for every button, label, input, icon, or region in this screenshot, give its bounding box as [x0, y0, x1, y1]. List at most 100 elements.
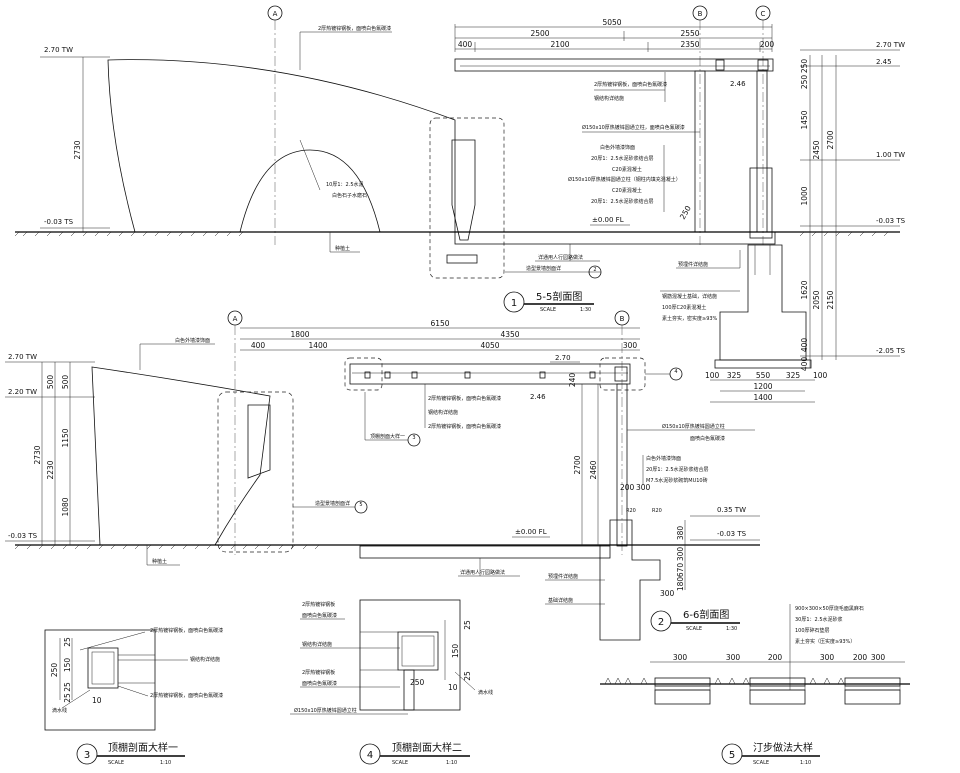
dim-text: 1400	[753, 393, 772, 402]
detail-ref-2: 造型景墙剖面详 2	[505, 265, 602, 279]
dim-text: 300	[673, 653, 688, 662]
note: 白色外墙漆饰面	[600, 144, 635, 151]
note: 钢结构详结施	[190, 656, 220, 663]
detail-ref-4: 4	[645, 367, 683, 381]
floor-level: ±0.00 FL	[515, 528, 547, 536]
title-name: 汀步做法大样	[753, 741, 813, 754]
note: 900×300×50厚烧毛面黑麻石	[795, 605, 864, 612]
note: 白色外墙漆饰面	[646, 455, 681, 462]
dim-text: 300	[676, 547, 685, 562]
dim-text: 2550	[680, 29, 699, 38]
axis-label: B	[698, 10, 703, 18]
note: 面喷白色氟碳漆	[302, 612, 337, 619]
title-number: 1	[511, 298, 517, 309]
dim-text: 250	[678, 204, 693, 221]
dim-text: 300	[726, 653, 741, 662]
note: 滴水线	[478, 689, 493, 696]
note: 钢结构详结施	[428, 409, 458, 416]
dim-text: 25	[63, 637, 72, 647]
note: 2厚热镀锌钢板，面喷白色氟碳漆	[428, 395, 501, 402]
dim-text: 300	[636, 483, 651, 492]
dim-text: 2350	[680, 40, 699, 49]
title-detail-4: 4 顶棚剖面大样二 SCALE 1:10	[359, 741, 470, 766]
scale-value: 1:10	[160, 760, 171, 766]
note: 20厚1：2.5水泥砂浆结合层	[591, 198, 654, 205]
dim-text: 400	[251, 341, 266, 350]
level-mark: 2.70 TW	[876, 41, 905, 49]
note: 2厚热镀锌钢板，面喷白色氟碳漆	[150, 692, 223, 699]
title-number: 5	[729, 750, 735, 761]
note: M7.5水泥砂浆砌筑MU10砖	[646, 477, 708, 484]
note: 钢结构详结施	[302, 641, 332, 648]
note: 钢结构详结施	[594, 95, 624, 102]
slope-mark: 2.46	[530, 393, 546, 401]
dim-text: 400	[800, 338, 809, 353]
ref-label: 造型景墙剖面详	[315, 500, 350, 507]
dim-text: 250	[50, 663, 59, 678]
dim-text: 670	[676, 563, 685, 578]
title-detail-5: 5 汀步做法大样 SCALE 1:10	[721, 741, 820, 766]
title-number: 3	[84, 750, 90, 761]
dim-text: 4350	[500, 330, 519, 339]
scale-label: SCALE	[540, 307, 556, 313]
dim-text: 500	[61, 375, 70, 390]
dim-text: 25	[63, 693, 72, 703]
ref-number: 2	[593, 267, 596, 273]
ref-number: 5	[359, 502, 362, 508]
dim-text: 200	[768, 653, 783, 662]
note: 2厚热镀锌钢板，面喷白色氟碳漆	[318, 25, 391, 32]
scale-label: SCALE	[686, 626, 702, 632]
section-5-5: A B C 5050 2500 2550 400 2100 2350 200	[14, 5, 906, 403]
ref-label: 顶棚剖面大样一	[370, 433, 405, 440]
level-mark: -0.03 TS	[717, 530, 747, 538]
note: Ø150x10厚热镀锌圆通立柱	[662, 423, 725, 430]
dim-text: 250	[800, 75, 809, 90]
level-mark: 2.45	[876, 58, 892, 66]
title-5-5: 1 5-5剖面图 SCALE 1:30	[503, 290, 594, 313]
dim-text: 100	[813, 371, 828, 380]
scale-label: SCALE	[753, 760, 769, 766]
scale-label: SCALE	[108, 760, 124, 766]
note: 10厚1：2.5水泥	[326, 181, 364, 188]
title-6-6: 2 6-6剖面图 SCALE 1:30	[650, 608, 740, 632]
dim-text: 2730	[33, 445, 42, 464]
axis-label: A	[273, 10, 278, 18]
note: 预埋件详结施	[548, 573, 578, 580]
dim-text: 1450	[800, 110, 809, 129]
dim-text: 1400	[308, 341, 327, 350]
detail-ref-3: 顶棚剖面大样一 3	[364, 392, 421, 447]
dim-text: 1000	[800, 186, 809, 205]
ref-number: 3	[412, 435, 415, 441]
note: 30厚1：2.5水泥砂浆	[795, 616, 843, 623]
dim-text: 200	[620, 483, 635, 492]
dim-text: 2050	[812, 290, 821, 309]
note: 素土夯实，密实度≥93%	[662, 315, 718, 322]
level-mark: -2.05 TS	[876, 347, 906, 355]
level-mark: 0.35 TW	[717, 506, 746, 514]
level-mark: -0.03 TS	[8, 532, 38, 540]
dim-text: 10	[92, 696, 102, 705]
axis-label: C	[761, 10, 766, 18]
dim-text: 180	[676, 577, 685, 592]
note: Ø150x10厚热镀锌圆通立柱	[294, 707, 357, 714]
dim-text: 1150	[61, 428, 70, 447]
title-name: 顶棚剖面大样一	[108, 741, 178, 754]
dim-text: 2150	[826, 290, 835, 309]
dim-text: 2460	[589, 460, 598, 479]
level-mark: 2.20 TW	[8, 388, 37, 396]
note: 素土夯实（压实度≥93%）	[795, 638, 855, 645]
detail-ref-5: 造型景墙剖面详 5	[293, 500, 368, 514]
title-detail-3: 3 顶棚剖面大样一 SCALE 1:10	[76, 741, 185, 766]
dim-text: 150	[63, 658, 72, 673]
note: 钢筋混凝土基础，详结施	[662, 293, 717, 300]
dim-text: 1620	[800, 280, 809, 299]
dim-text: 1200	[753, 382, 772, 391]
dim-text: 5050	[602, 18, 621, 27]
dim-text: 2730	[73, 140, 82, 159]
note: 2厚热镀锌钢板	[302, 669, 335, 676]
axis-label: B	[620, 315, 625, 323]
dim-text: 100	[705, 371, 720, 380]
note: 滴水线	[52, 707, 67, 714]
dim-text: 200	[853, 653, 868, 662]
